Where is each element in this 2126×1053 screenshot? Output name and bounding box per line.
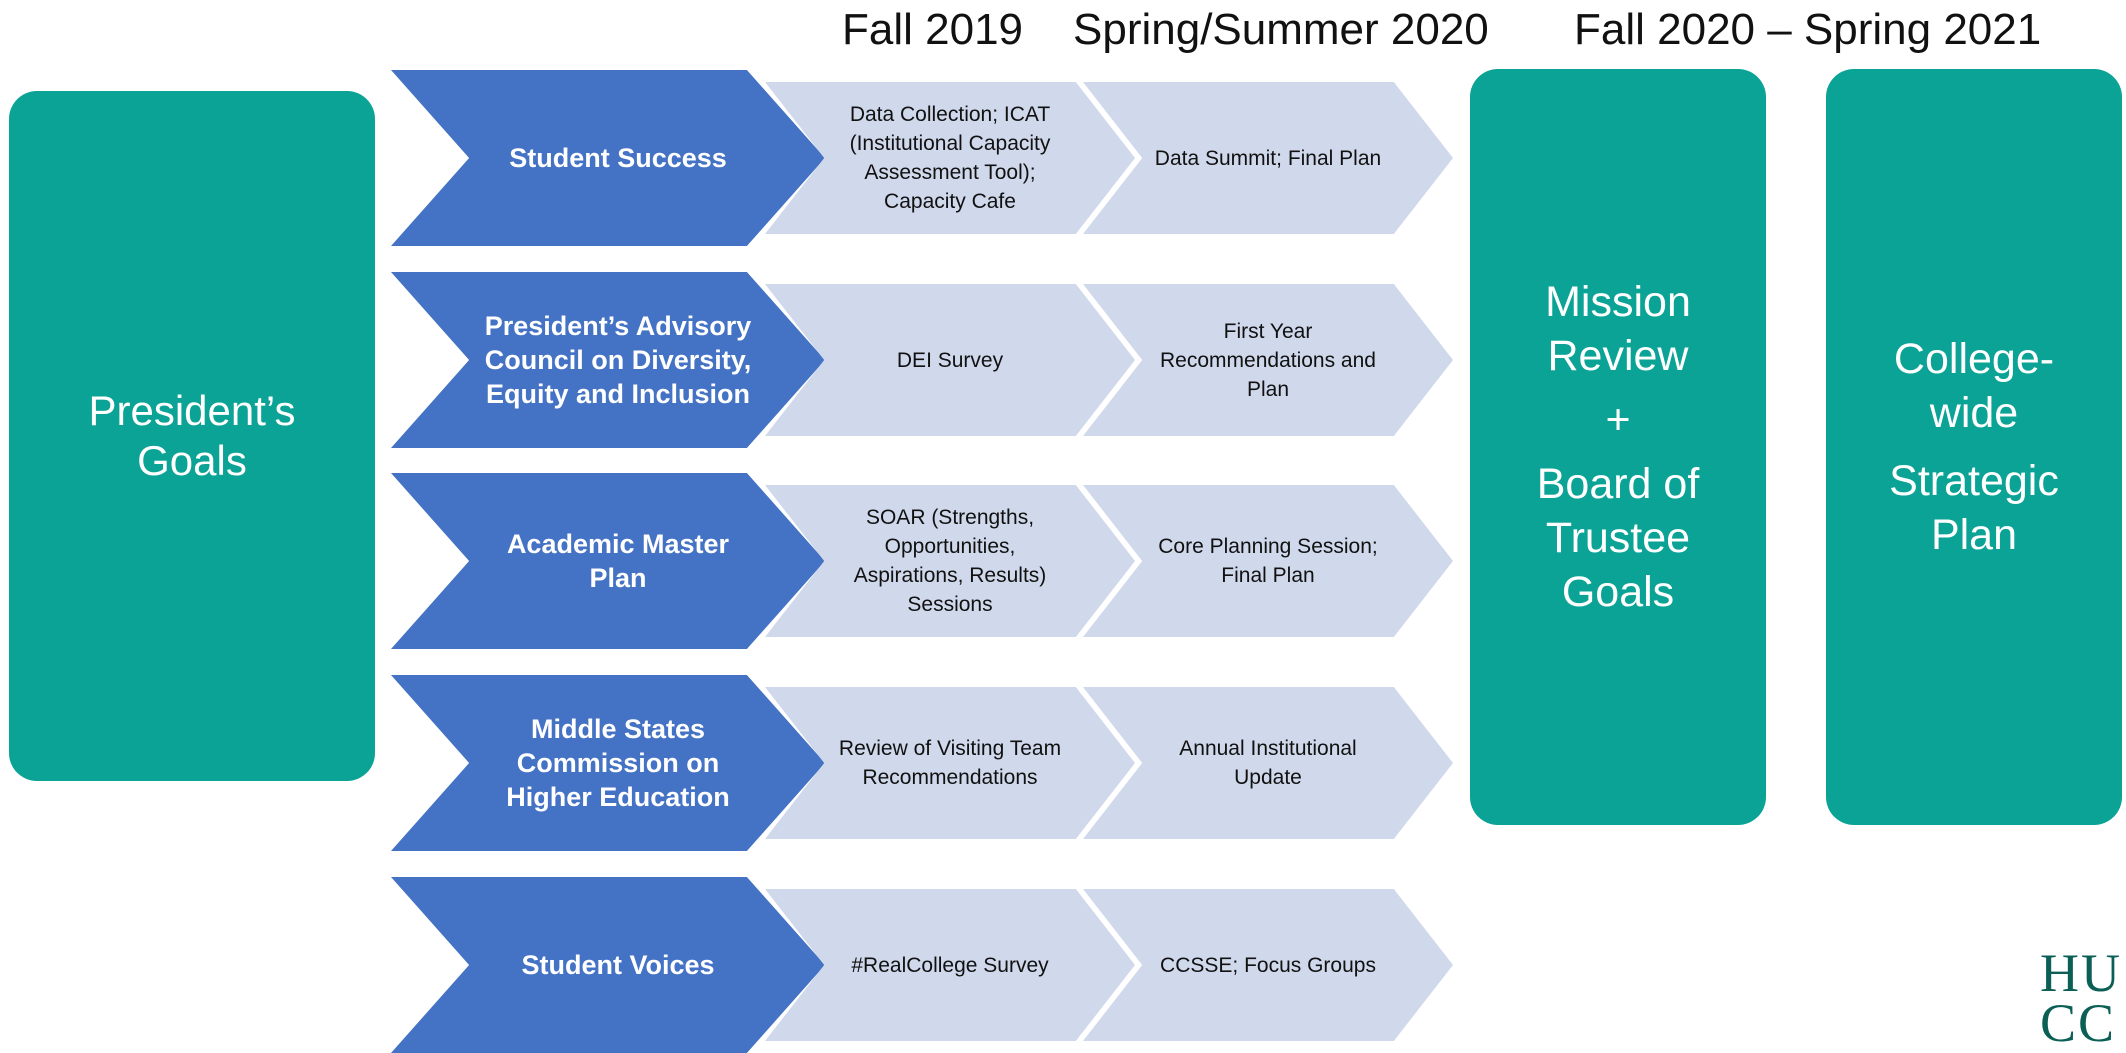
college-wide-label: College-wide <box>1893 335 2055 437</box>
step-fall-2019-dei: DEI Survey <box>765 284 1135 436</box>
header-fall-2020-spring-2021: Fall 2020 – Spring 2021 <box>1574 5 2042 54</box>
step-fall-2019-student-success: Data Collection; ICAT (Institutional Cap… <box>765 82 1135 234</box>
presidents-goals-label: President’s Goals <box>88 387 296 484</box>
step-label: #RealCollege Survey <box>851 953 1049 977</box>
step-spring-2020-middle-states: Annual Institutional Update <box>1083 687 1453 839</box>
header-fall-2019: Fall 2019 <box>842 5 1024 54</box>
strategic-plan-label: Strategic Plan <box>1889 457 2059 559</box>
chevron-student-voices: Student Voices <box>391 877 825 1053</box>
chevron-label: Middle States Commission on Higher Educa… <box>506 714 730 812</box>
step-label: DEI Survey <box>896 348 1004 372</box>
strategic-plan-box: College-wide Strategic Plan <box>1826 69 2122 825</box>
step-label: Review of Visiting Team Recommendations <box>838 737 1062 789</box>
presidents-goals-box: President’s Goals <box>9 91 375 781</box>
step-label: Data Collection; ICAT (Institutional Cap… <box>849 103 1051 213</box>
step-spring-2020-student-voices: CCSSE; Focus Groups <box>1083 889 1453 1041</box>
mission-review-box: Mission Review + Board of Trustee Goals <box>1470 69 1766 825</box>
chevron-student-success: Student Success <box>391 70 825 246</box>
step-label: Annual Institutional Update <box>1179 737 1357 789</box>
step-label: SOAR (Strengths, Opportunities, Aspirati… <box>853 506 1047 616</box>
step-fall-2019-student-voices: #RealCollege Survey <box>765 889 1135 1041</box>
mission-review-label: Mission Review <box>1545 278 1691 380</box>
chevron-label: Student Success <box>509 143 727 173</box>
chevron-dei-council: President’s Advisory Council on Diversit… <box>391 272 825 448</box>
chevron-label: Student Voices <box>521 950 715 980</box>
step-label: CCSSE; Focus Groups <box>1160 953 1376 977</box>
header-spring-summer-2020: Spring/Summer 2020 <box>1073 5 1489 54</box>
chevron-academic-master-plan: Academic Master Plan <box>391 473 825 649</box>
plus-sign: + <box>1605 396 1631 444</box>
chevron-label: President’s Advisory Council on Diversit… <box>484 311 752 409</box>
step-spring-2020-dei: First Year Recommendations and Plan <box>1083 284 1453 436</box>
step-fall-2019-academic: SOAR (Strengths, Opportunities, Aspirati… <box>765 485 1135 637</box>
step-fall-2019-middle-states: Review of Visiting Team Recommendations <box>765 687 1135 839</box>
step-spring-2020-academic: Core Planning Session; Final Plan <box>1083 485 1453 637</box>
chevron-label: Academic Master Plan <box>506 529 730 593</box>
step-label: Data Summit; Final Plan <box>1154 146 1382 170</box>
step-label: First Year Recommendations and Plan <box>1160 319 1376 401</box>
chevron-middle-states: Middle States Commission on Higher Educa… <box>391 675 825 851</box>
step-label: Core Planning Session; Final Plan <box>1158 535 1378 587</box>
board-goals-label: Board of Trustee Goals <box>1536 460 1700 616</box>
step-spring-2020-student-success: Data Summit; Final Plan <box>1083 82 1453 234</box>
